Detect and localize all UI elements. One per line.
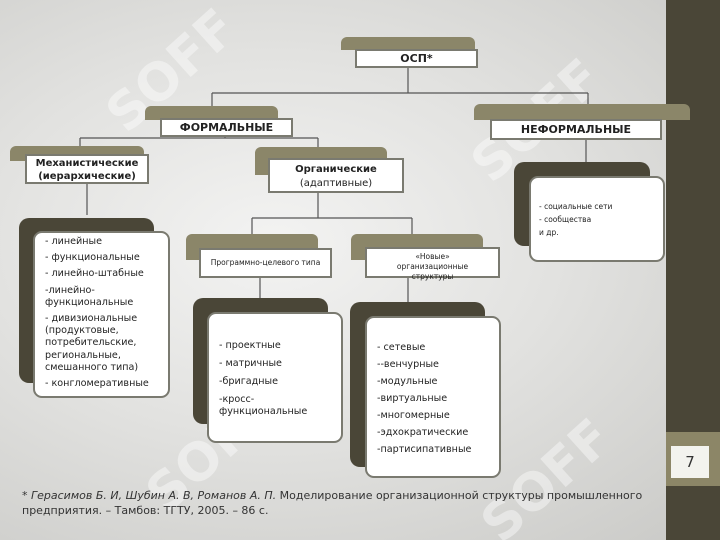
- new-box: «Новые» организационные структуры: [365, 247, 500, 281]
- organic-label-line1: Органические: [295, 164, 377, 175]
- list-item: - сетевые: [377, 342, 426, 353]
- program-list: - проектные - матричные -бригадные -крос…: [219, 340, 335, 418]
- page-number: 7: [671, 446, 709, 478]
- mechanistic-list: - линейные - функциональные - линейно-шт…: [45, 236, 164, 390]
- footnote-text: Моделирование организационной структуры …: [22, 489, 643, 517]
- informal-list-card: - социальные сети - сообщества и др.: [529, 176, 665, 262]
- root-box: ОСП*: [355, 49, 478, 68]
- root-tab: [341, 37, 475, 50]
- new-list-card: - сетевые --венчурные -модульные -виртуа…: [365, 316, 501, 478]
- mechanistic-list-card: - линейные - функциональные - линейно-шт…: [33, 231, 170, 398]
- organic-label-line2: (адаптивные): [299, 178, 373, 189]
- list-item: и др.: [539, 228, 559, 237]
- new-list: - сетевые --венчурные -модульные -виртуа…: [377, 342, 493, 456]
- informal-list: - социальные сети - сообщества и др.: [539, 202, 657, 238]
- program-box: Программно-целевого типа: [199, 248, 332, 278]
- footnote-star: *: [22, 489, 28, 502]
- mechanistic-box: Механистические (иерархические): [25, 154, 149, 184]
- list-item: - функциональные: [45, 252, 140, 264]
- informal-box: НЕФОРМАЛЬНЫЕ: [490, 119, 662, 140]
- footnote-authors: Герасимов Б. И, Шубин А. В, Романов А. П…: [31, 489, 277, 502]
- list-item: - социальные сети: [539, 202, 613, 211]
- organic-box: Органические (адаптивные): [268, 158, 404, 193]
- list-item: - дивизиональные (продуктовые, потребите…: [45, 313, 139, 373]
- list-item: - матричные: [219, 358, 282, 369]
- list-item: - сообщества: [539, 215, 592, 224]
- list-item: - линейно-штабные: [45, 268, 144, 280]
- program-label: Программно-целевого типа: [210, 258, 321, 267]
- list-item: - проектные: [219, 340, 281, 351]
- footnote: * Герасимов Б. И, Шубин А. В, Романов А.…: [22, 488, 652, 518]
- formal-label: ФОРМАЛЬНЫЕ: [179, 121, 274, 134]
- list-item: -линейно-функциональные: [45, 284, 134, 308]
- root-label: ОСП*: [400, 52, 433, 65]
- list-item: - конгломеративные: [45, 378, 149, 390]
- new-label: «Новые» организационные структуры: [396, 252, 469, 281]
- program-list-card: - проектные - матричные -бригадные -крос…: [207, 312, 343, 443]
- list-item: -кросс-функциональные: [219, 394, 308, 417]
- list-item: -бригадные: [219, 376, 279, 387]
- list-item: -партисипативные: [377, 444, 472, 455]
- list-item: - линейные: [45, 236, 103, 247]
- mechanistic-label-line2: (иерархические): [38, 171, 136, 182]
- list-item: -многомерные: [377, 410, 450, 421]
- list-item: -виртуальные: [377, 393, 448, 404]
- mechanistic-label-line1: Механистические: [35, 158, 139, 169]
- informal-label: НЕФОРМАЛЬНЫЕ: [520, 123, 632, 136]
- formal-box: ФОРМАЛЬНЫЕ: [160, 118, 293, 137]
- list-item: -модульные: [377, 376, 438, 387]
- informal-tab: [474, 104, 690, 120]
- list-item: -эдхократические: [377, 427, 469, 438]
- formal-tab: [145, 106, 278, 120]
- list-item: --венчурные: [377, 359, 439, 370]
